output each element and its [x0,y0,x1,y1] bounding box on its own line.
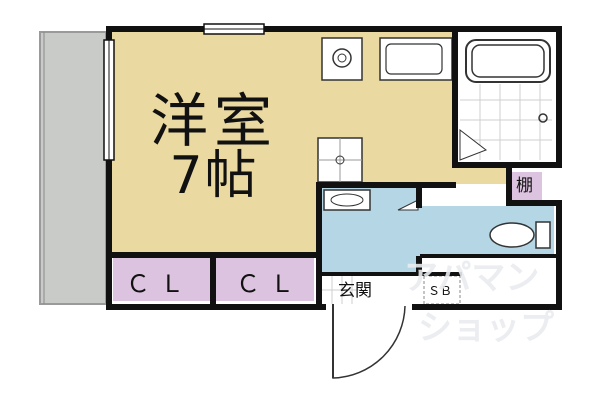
stove [321,37,363,81]
bathtub [465,39,551,83]
bathroom-tiles [460,84,552,160]
washer-drain [335,155,345,165]
entrance-tiles [322,276,360,304]
balcony [39,31,107,305]
closet-1-floor [113,258,210,301]
main-room-name: 洋室 [149,87,278,155]
bathtub-inner [471,44,545,78]
shelf-floor [512,172,542,204]
entrance-label: 玄関 [338,281,372,301]
watermark-line2: ショップ [418,308,554,348]
main-room-floor [112,32,318,254]
wash-basin-bowl [330,193,364,207]
walls [106,26,562,310]
wash-basin [323,189,371,211]
closet-2-floor [216,258,314,301]
closet-2-label: ＣＬ [236,270,304,298]
shower-head [538,113,548,123]
toilet-bowl [489,222,535,248]
bathroom-door [459,128,488,161]
stove-burner-center [337,53,347,63]
toilet-tank [535,221,551,249]
main-room-size: 7帖 [169,146,259,206]
shelf-label: 棚 [516,176,533,196]
kitchen-sink-basin [385,43,443,75]
watermark-line1: アパマン [404,258,540,298]
shoe-box-label: ＳＢ [428,284,453,298]
stove-burner [332,48,352,68]
closet-1-label: ＣＬ [126,270,194,298]
counter-floor [456,165,506,184]
entrance-door-swing [332,304,406,379]
